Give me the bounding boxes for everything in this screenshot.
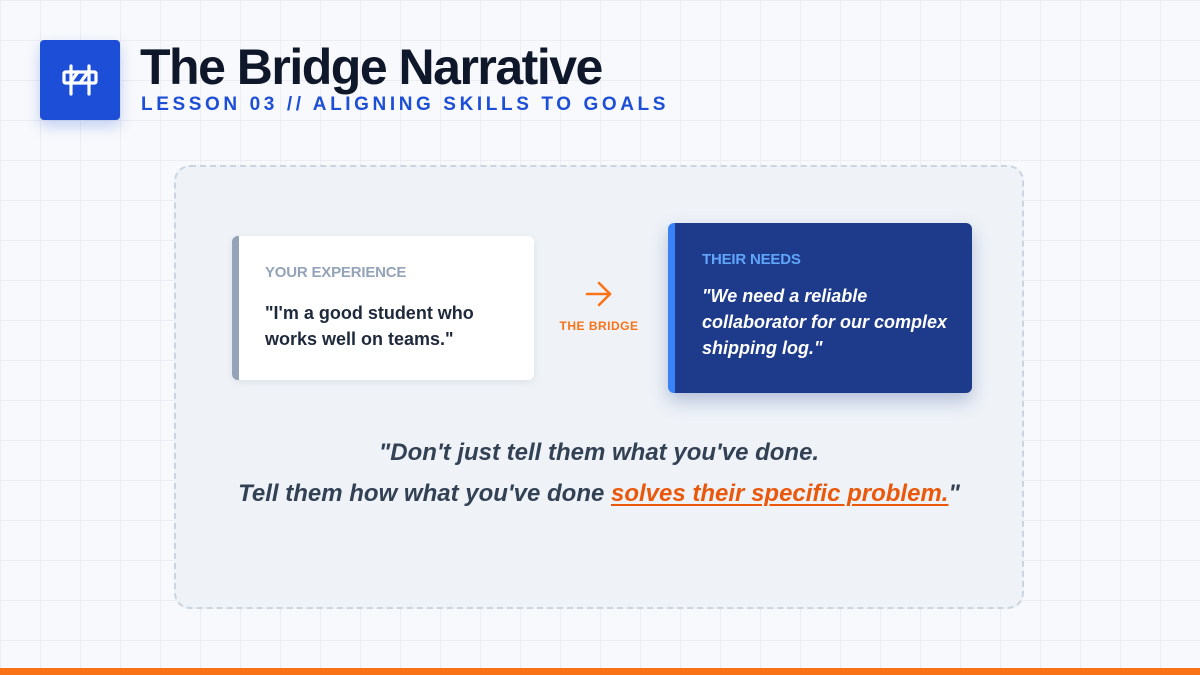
bridge-panel: YOUR EXPERIENCE "I'm a good student who … — [174, 165, 1024, 609]
needs-label: THEIR NEEDS — [702, 251, 801, 268]
quote-line-1: "Don't just tell them what you've done. — [378, 439, 820, 466]
logo-badge — [40, 40, 120, 120]
experience-card: YOUR EXPERIENCE "I'm a good student who … — [232, 236, 534, 380]
quote-line-2: Tell them how what you've done — [238, 480, 611, 507]
page-title: The Bridge Narrative — [140, 39, 603, 95]
experience-text: "I'm a good student who works well on te… — [265, 303, 474, 349]
bottom-accent-bar — [0, 668, 1200, 675]
key-quote: "Don't just tell them what you've done. … — [221, 432, 977, 514]
needs-card: THEIR NEEDS "We need a reliable collabor… — [668, 223, 972, 393]
needs-text: "We need a reliable collaborator for our… — [702, 286, 948, 358]
quote-end: " — [948, 480, 960, 507]
road-barrier-icon — [62, 64, 98, 96]
bridge-label: THE BRIDGE — [559, 319, 639, 333]
lesson-subtitle: LESSON 03 // ALIGNING SKILLS TO GOALS — [141, 94, 670, 115]
experience-label: YOUR EXPERIENCE — [265, 264, 407, 281]
bridge-connector: THE BRIDGE — [549, 279, 649, 333]
arrow-right-icon — [585, 281, 612, 307]
quote-highlight: solves their specific problem. — [611, 480, 949, 507]
